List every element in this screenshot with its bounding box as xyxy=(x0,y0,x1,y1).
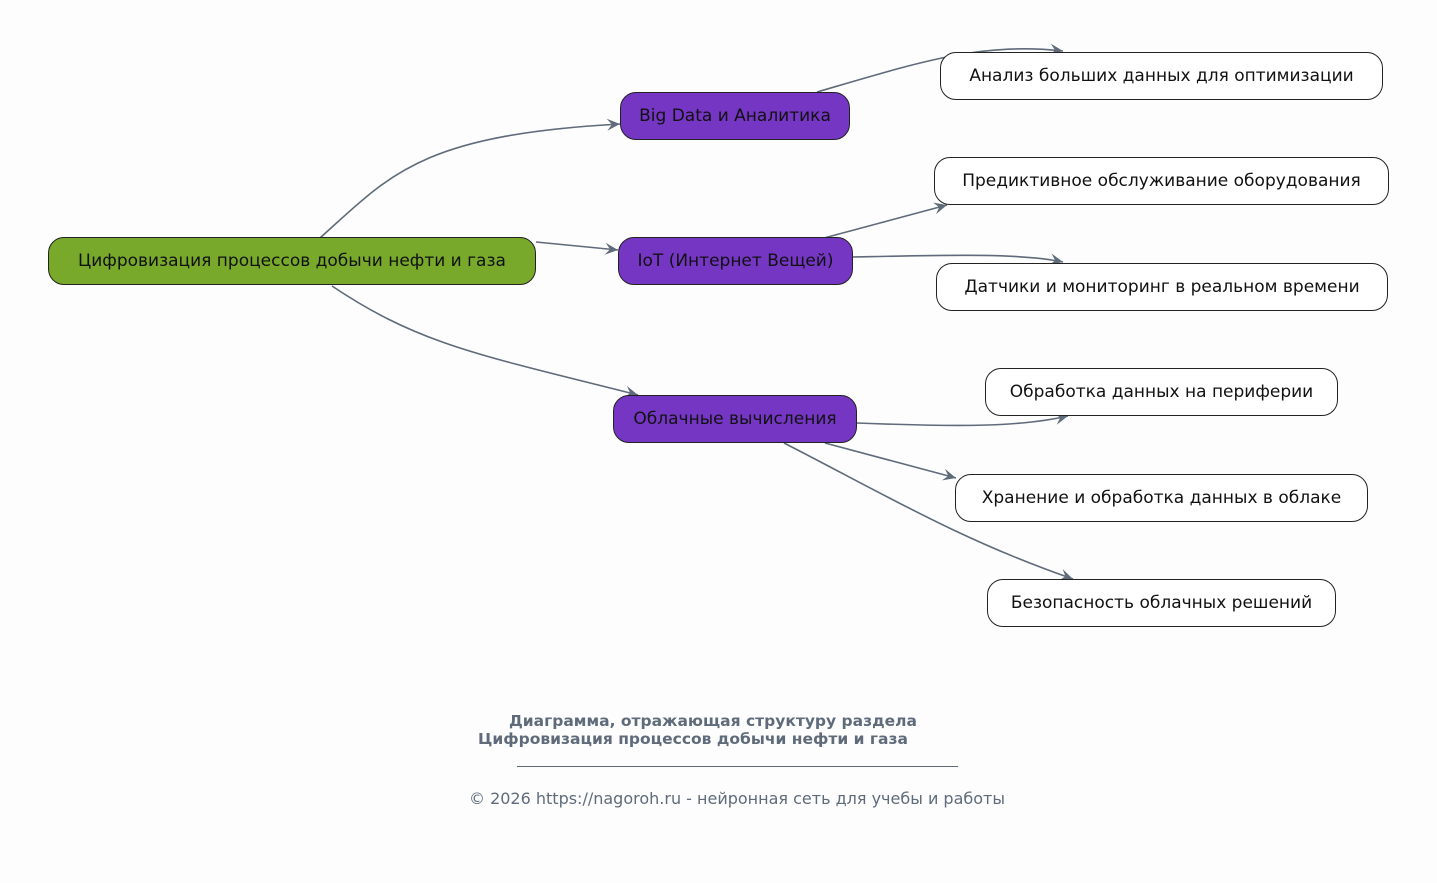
edge-iot-1 xyxy=(823,202,948,239)
edge-cloud-2 xyxy=(824,442,957,481)
caption-title-line2: Цифровизация процессов добычи нефти и га… xyxy=(478,730,908,748)
branch-node-label: Big Data и Аналитика xyxy=(639,106,831,126)
branch-node-label: IoT (Интернет Вещей) xyxy=(637,251,834,271)
branch-node-cloud[interactable]: Облачные вычисления xyxy=(613,395,857,443)
edge-iot-2 xyxy=(852,253,1064,266)
copyright-text: © 2026 https://nagoroh.ru - нейронная се… xyxy=(468,789,1005,808)
leaf-node-bigdata-1[interactable]: Анализ больших данных для оптимизации xyxy=(940,52,1383,100)
edge-root-bigdata xyxy=(319,118,621,239)
caption-title-line1: Диаграмма, отражающая структуру раздела xyxy=(509,712,917,730)
edge-root-iot xyxy=(535,241,619,255)
edge-cloud-1 xyxy=(856,413,1069,427)
edge-cloud-3 xyxy=(783,442,1074,581)
leaf-node-iot-1[interactable]: Предиктивное обслуживание оборудования xyxy=(934,157,1389,205)
root-node[interactable]: Цифровизация процессов добычи нефти и га… xyxy=(48,237,536,285)
leaf-node-label: Анализ больших данных для оптимизации xyxy=(969,66,1354,86)
edge-root-cloud xyxy=(331,285,639,398)
branch-node-iot[interactable]: IoT (Интернет Вещей) xyxy=(618,237,853,285)
leaf-node-cloud-2[interactable]: Хранение и обработка данных в облаке xyxy=(955,474,1368,522)
branch-node-bigdata[interactable]: Big Data и Аналитика xyxy=(620,92,850,140)
branch-node-label: Облачные вычисления xyxy=(633,409,837,429)
leaf-node-label: Предиктивное обслуживание оборудования xyxy=(962,171,1361,191)
leaf-node-label: Хранение и обработка данных в облаке xyxy=(981,488,1342,508)
caption-divider xyxy=(517,766,958,767)
root-node-label: Цифровизация процессов добычи нефти и га… xyxy=(78,251,506,271)
leaf-node-iot-2[interactable]: Датчики и мониторинг в реальном времени xyxy=(936,263,1388,311)
leaf-node-cloud-3[interactable]: Безопасность облачных решений xyxy=(987,579,1336,627)
leaf-node-label: Датчики и мониторинг в реальном времени xyxy=(964,277,1360,297)
leaf-node-cloud-1[interactable]: Обработка данных на периферии xyxy=(985,368,1338,416)
leaf-node-label: Безопасность облачных решений xyxy=(1010,593,1313,613)
leaf-node-label: Обработка данных на периферии xyxy=(1009,382,1314,402)
